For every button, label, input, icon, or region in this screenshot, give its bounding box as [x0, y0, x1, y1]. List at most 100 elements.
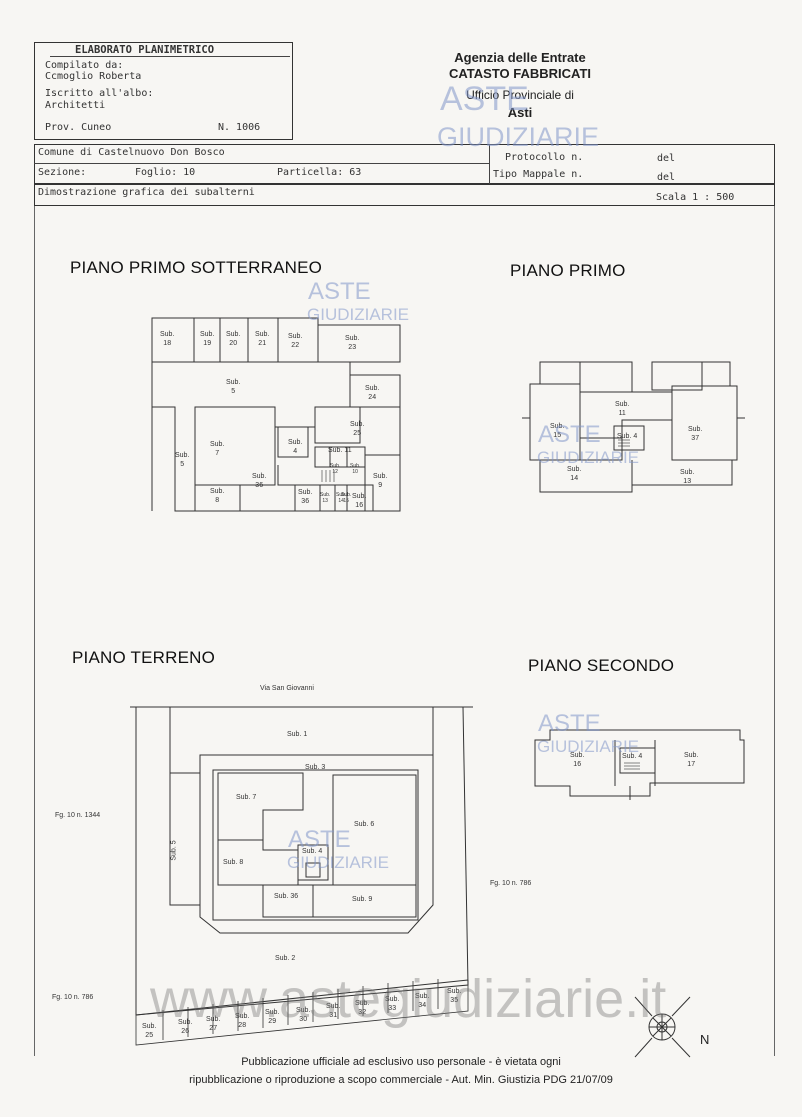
sub-label: Sub. 13	[320, 492, 331, 504]
plan-secondo	[534, 729, 745, 800]
plan-primo	[522, 361, 745, 493]
sub-label: Sub. 4	[617, 433, 638, 440]
sub-label: Sub. 32	[355, 1000, 370, 1016]
info-row-vdivider	[489, 144, 490, 184]
sub-label: Sub. 25	[142, 1023, 157, 1039]
sub-label: Sub. 2	[275, 955, 296, 962]
info-row-divider	[34, 163, 489, 164]
watermark-giudiziarie: GIUDIZIARIE	[537, 737, 640, 756]
sub-label: Sub. 10	[350, 463, 361, 475]
neighbor-left-top: Fg. 10 n. 1344	[55, 812, 101, 819]
sub-label: Sub. 36	[252, 473, 267, 489]
sub-label: Sub. 11	[328, 447, 352, 454]
sub-label: Sub. 4	[288, 439, 303, 455]
sub-label: Sub. 16	[570, 752, 585, 768]
watermark-giudiziarie: GIUDIZIARIE	[537, 448, 640, 467]
foglio: Foglio: 10	[135, 167, 196, 178]
sub-label: Sub. 12	[330, 463, 341, 475]
sub-label: Sub. 5	[226, 379, 241, 395]
plan-sotterraneo	[151, 317, 401, 512]
sub-label: Sub. 18	[160, 331, 175, 347]
sub-label: Sub. 11	[615, 401, 630, 417]
watermark-aste: ASTE	[288, 826, 351, 853]
compiled-by: Ccmoglio Roberta	[45, 71, 142, 82]
north-label: N	[700, 1032, 710, 1047]
header-left-box	[34, 42, 293, 140]
watermark-aste: ASTE	[440, 80, 529, 118]
sub-label: Sub. 6	[354, 821, 375, 828]
sub-label: Sub. 8	[210, 488, 225, 504]
footer-line1: Pubblicazione ufficiale ad esclusivo uso…	[241, 1056, 561, 1068]
sub-label: Sub. 27	[206, 1016, 221, 1032]
sub-label: Sub. 34	[415, 993, 430, 1009]
title-sotterraneo: PIANO PRIMO SOTTERRANEO	[70, 258, 323, 277]
plan-terreno	[130, 706, 473, 1046]
compiled-by-label: Compilato da:	[45, 60, 124, 71]
title-underline	[50, 56, 290, 57]
sub-label: Sub. 20	[226, 331, 241, 347]
info-row-box	[34, 144, 775, 184]
watermark-aste: ASTE	[538, 421, 601, 448]
sub-label: Sub. 37	[688, 426, 703, 442]
sub-label: Sub. 1	[287, 731, 308, 738]
sub-label: Sub. 30	[296, 1007, 311, 1023]
agency-line2: CATASTO FABBRICATI	[448, 66, 592, 81]
tipo-del: del	[657, 172, 676, 183]
sub-label: Sub. 21	[255, 331, 270, 347]
sub-label: Sub. 4	[622, 753, 643, 760]
compass-icon	[634, 996, 691, 1058]
protocollo: Protocollo n.	[505, 152, 584, 163]
neighbor-left-bottom: Fg. 10 n. 786	[52, 994, 94, 1001]
title-terreno: PIANO TERRENO	[72, 648, 216, 667]
scale-row-box	[34, 184, 775, 206]
sub-label: Sub. 13	[680, 469, 695, 485]
agency-line1: Agenzia delle Entrate	[454, 50, 586, 65]
sub-label: Sub. 7	[236, 794, 257, 801]
street-label: Via San Giovanni	[260, 685, 314, 692]
sub-label: Sub. 14	[336, 492, 347, 504]
sheet-border-left	[34, 206, 35, 1056]
watermark-aste: ASTE	[538, 710, 601, 737]
sub-label: Sub. 16	[352, 493, 367, 509]
sub-label: Sub. 7	[210, 441, 225, 457]
sub-label: Sub. 26	[178, 1019, 193, 1035]
watermark-aste: ASTE	[308, 278, 371, 305]
tipo-mappale: Tipo Mappale n.	[493, 169, 584, 180]
agency-line3: Ufficio Provinciale di	[466, 88, 574, 102]
title-secondo: PIANO SECONDO	[528, 656, 675, 675]
sub-label: Sub. 25	[350, 421, 365, 437]
sheet-border-right	[774, 206, 775, 1056]
comune: Comune di Castelnuovo Don Bosco	[38, 147, 225, 158]
watermark-site: www.astegiudiziarie.it	[150, 969, 667, 1029]
sub-label: Sub. 3	[305, 764, 326, 771]
watermark-giudiziarie: GIUDIZIARIE	[307, 305, 410, 324]
province: Prov. Cuneo	[45, 122, 112, 133]
agency-line4: Asti	[507, 105, 533, 120]
sub-label: Sub. 33	[385, 996, 400, 1012]
sub-label: Sub. 15	[550, 423, 565, 439]
sub-label: Sub. 8	[223, 859, 244, 866]
sub-label: Sub. 36	[298, 489, 313, 505]
watermark-giudiziarie: GIUDIZIARIE	[437, 122, 600, 152]
sub-label: Sub. 4	[302, 848, 323, 855]
sub-label: Sub. 5	[170, 840, 178, 861]
sub-label: Sub. 19	[200, 331, 215, 347]
protocollo-del: del	[657, 153, 676, 164]
sub-label: Sub. 9	[352, 896, 373, 903]
sub-label: Sub. 14	[567, 466, 582, 482]
dimostrazione: Dimostrazione grafica dei subalterni	[38, 187, 255, 198]
title-primo: PIANO PRIMO	[510, 261, 626, 280]
sub-label: Sub. 24	[365, 385, 380, 401]
sub-label: Sub. 15	[341, 492, 352, 504]
sub-label: Sub. 31	[326, 1003, 341, 1019]
register: Architetti	[45, 100, 106, 111]
sezione: Sezione:	[38, 167, 87, 178]
neighbor-right: Fg. 10 n. 786	[490, 880, 532, 887]
sub-label: Sub. 28	[235, 1013, 250, 1029]
sub-label: Sub. 23	[345, 335, 360, 351]
register-number: N. 1006	[218, 122, 261, 133]
particella: Particella: 63	[277, 167, 362, 178]
sub-label: Sub. 29	[265, 1009, 280, 1025]
doc-title: ELABORATO PLANIMETRICO	[75, 44, 215, 56]
sub-label: Sub. 5	[175, 452, 190, 468]
